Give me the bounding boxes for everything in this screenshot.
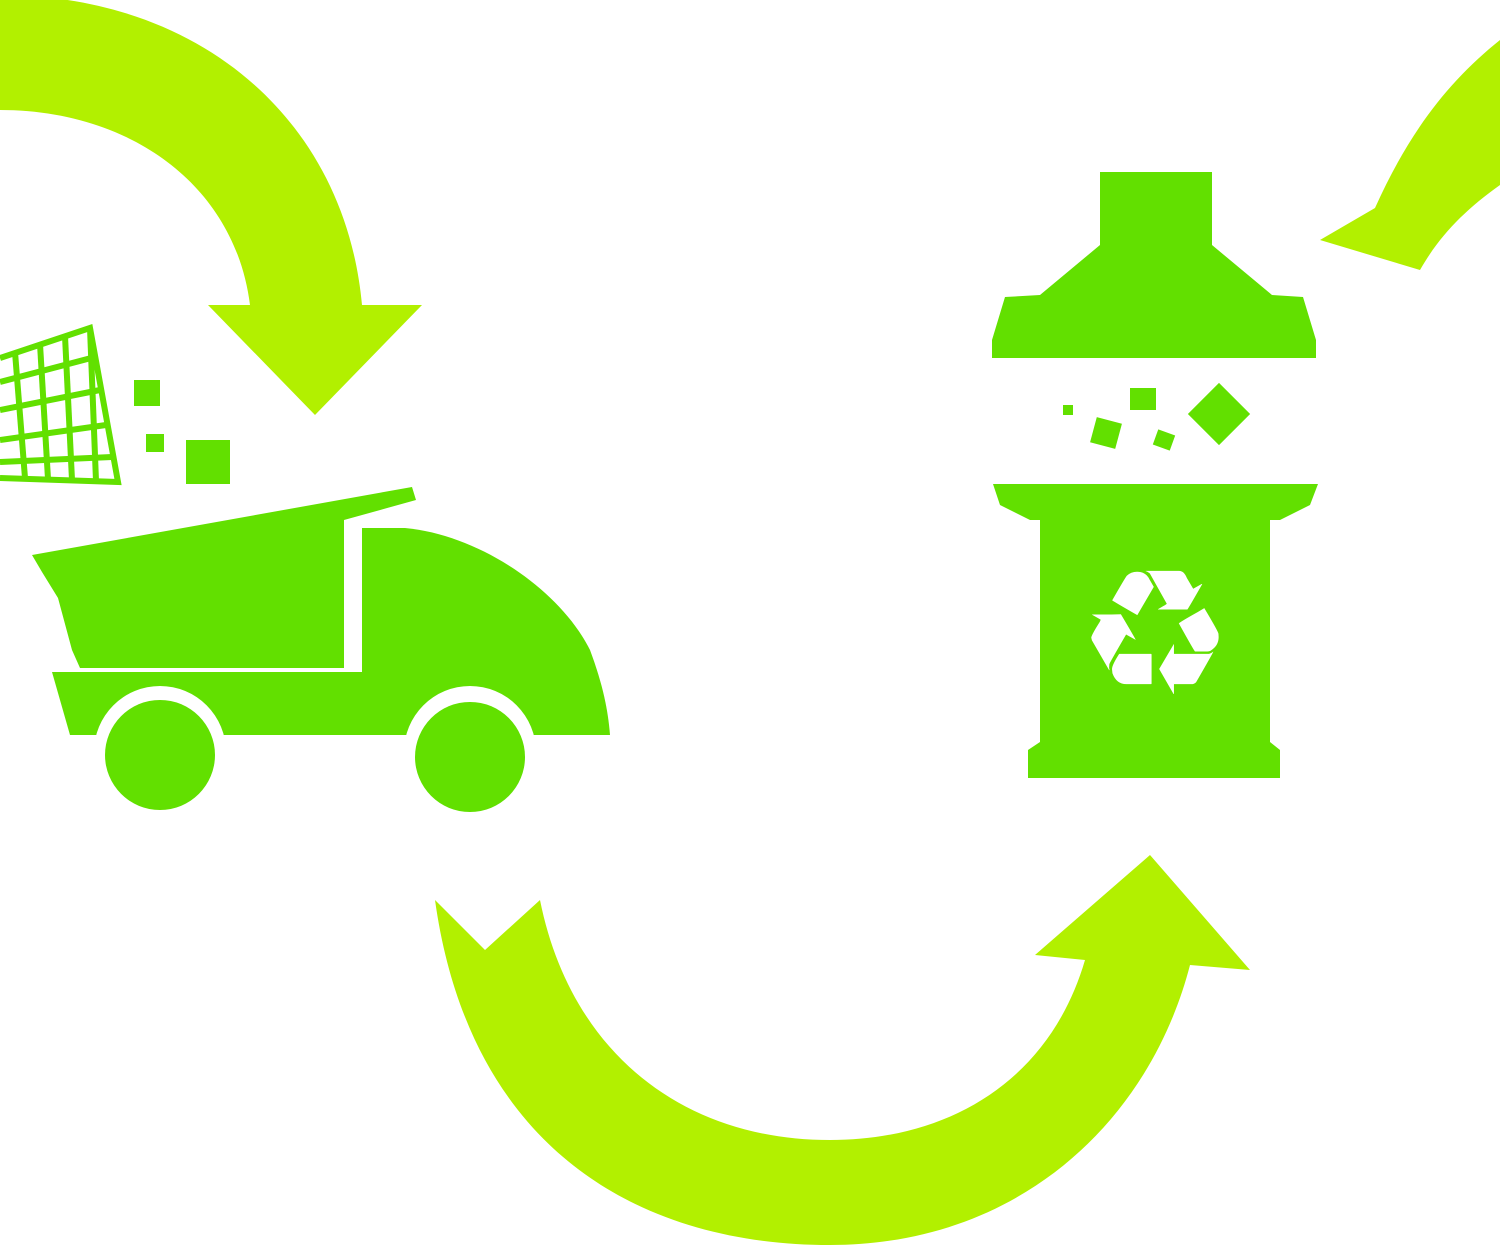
curved-arrow-top-right xyxy=(1320,40,1500,270)
debris-particles xyxy=(134,380,230,484)
dump-truck-icon xyxy=(32,487,610,818)
bin-hood xyxy=(992,172,1316,358)
bin-body xyxy=(993,484,1318,778)
truck-cab xyxy=(362,528,610,735)
truck-wheel-front xyxy=(415,702,525,812)
truck-wheel-rear xyxy=(105,700,215,810)
truck-bed xyxy=(32,487,416,668)
curved-arrow-bottom xyxy=(435,855,1250,1245)
recycle-symbol: ♻ xyxy=(1076,533,1234,736)
curved-arrow-top-left xyxy=(0,0,422,415)
recycling-bin-icon xyxy=(992,172,1318,778)
waste-basket-icon xyxy=(0,324,122,486)
